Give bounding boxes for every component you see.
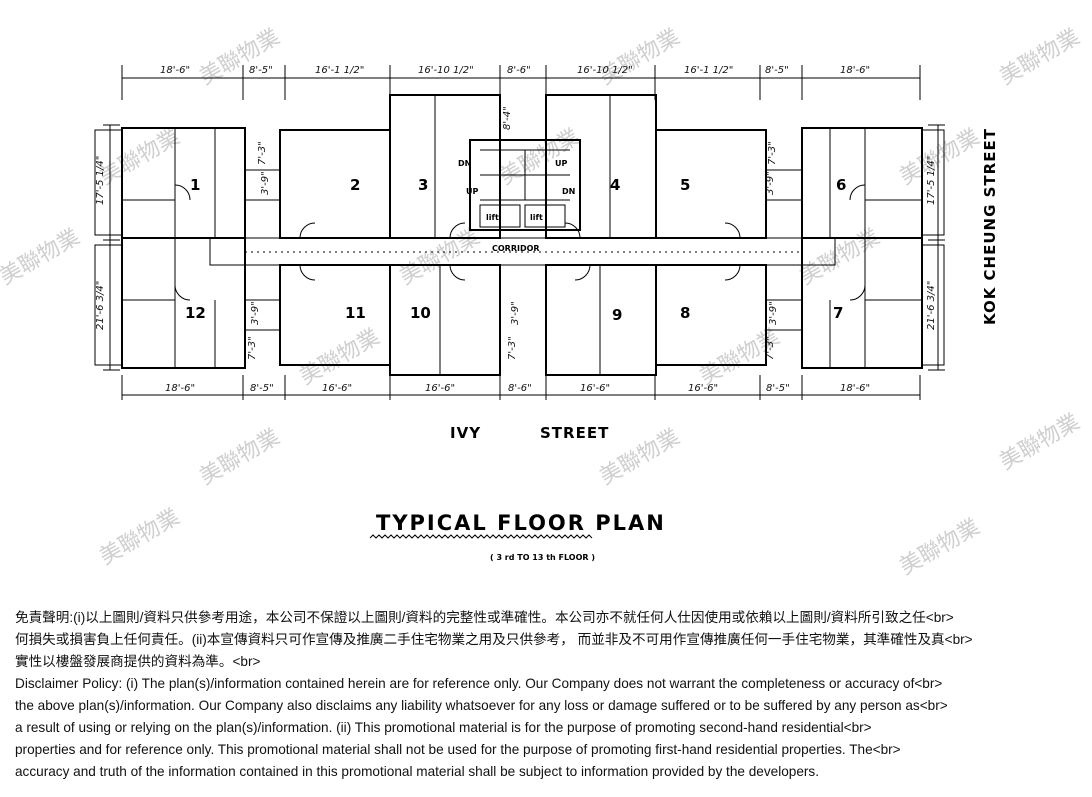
small-dim-label: 7'-3": [765, 336, 776, 360]
bottom-dim-label: 16'-6": [580, 383, 610, 394]
bottom-dimension-line: 18'-6" 8'-5" 16'-6" 16'-6" 8'-6" 16'-6" …: [121, 375, 921, 400]
disclaimer-line: a result of using or relying on the plan…: [15, 720, 872, 735]
right-dim-label: 21'-6 3/4": [926, 281, 937, 330]
plan-title: TYPICAL FLOOR PLAN: [376, 511, 666, 535]
lift-label: lift: [530, 213, 543, 222]
unit-number: 7: [833, 304, 843, 322]
watermark: 美聯物業: [896, 515, 985, 581]
unit-number: 11: [345, 304, 366, 322]
plan-title-block: TYPICAL FLOOR PLAN ( 3 rd TO 13 th FLOOR…: [369, 511, 666, 562]
disclaimer-line: properties and for reference only. This …: [15, 742, 901, 757]
left-dim-label: 17'-5 1/4": [95, 156, 106, 205]
right-dim-label: 17'-5 1/4": [926, 156, 937, 205]
disclaimer-line: 免責聲明:(i)以上圖則/資料只供參考用途，本公司不保證以上圖則/資料的完整性或…: [15, 610, 954, 625]
stair-up-label: UP: [466, 187, 478, 196]
disclaimer-line: the above plan(s)/information. Our Compa…: [15, 698, 948, 713]
bottom-dim-label: 16'-6": [425, 383, 455, 394]
small-dim-label: 3'-9": [260, 171, 271, 195]
disclaimer-line: 何損失或損害負上任何責任。(ii)本宣傳資料只可作宣傳及推廣二手住宅物業之用及只…: [15, 632, 973, 647]
watermark: 美聯物業: [0, 225, 84, 291]
watermark: 美聯物業: [496, 125, 585, 191]
bottom-dim-label: 8'-5": [766, 383, 790, 394]
top-dim-label: 8'-5": [765, 65, 789, 76]
unit-number: 10: [410, 304, 431, 322]
bottom-dim-label: 8'-6": [508, 383, 532, 394]
street-labels: IVY STREET KOK CHEUNG STREET: [450, 128, 999, 442]
small-dim-label: 3'-9": [510, 301, 521, 325]
disclaimer-block: 免責聲明:(i)以上圖則/資料只供參考用途，本公司不保證以上圖則/資料的完整性或…: [15, 607, 1090, 783]
unit-number: 4: [610, 176, 620, 194]
left-dim-label: 21'-6 3/4": [95, 281, 106, 330]
watermark: 美聯物業: [196, 25, 285, 91]
top-dim-label: 18'-6": [160, 65, 190, 76]
unit-number: 5: [680, 176, 690, 194]
unit-number: 12: [185, 304, 206, 322]
unit-number: 9: [612, 306, 622, 324]
plan-subtitle: ( 3 rd TO 13 th FLOOR ): [490, 553, 595, 562]
small-dim-label: 3'-9": [765, 171, 776, 195]
bottom-dim-label: 16'-6": [688, 383, 718, 394]
small-dim-label: 3'-9": [250, 301, 261, 325]
watermark: 美聯物業: [96, 125, 185, 191]
street-name-kok-cheung: KOK CHEUNG STREET: [981, 128, 999, 325]
small-dim-label: 3'-9": [768, 301, 779, 325]
watermark: 美聯物業: [196, 425, 285, 491]
top-dim-label: 16'-1 1/2": [315, 65, 364, 76]
small-dim-label: 7'-3": [507, 336, 518, 360]
top-dim-label: 16'-1 1/2": [684, 65, 733, 76]
bottom-dim-label: 8'-5": [250, 383, 274, 394]
stair-up-label: UP: [555, 159, 567, 168]
bottom-dim-label: 18'-6": [165, 383, 195, 394]
unit-number: 8: [680, 304, 690, 322]
internal-dimensions: 7'-3" 3'-9" 3'-9" 7'-3" 8'-4" 7'-3" 3'-9…: [247, 106, 779, 360]
corridor-label: CORRIDOR: [492, 244, 540, 253]
disclaimer-line: Disclaimer Policy: (i) The plan(s)/infor…: [15, 676, 943, 691]
stair-down-label: DN: [562, 187, 575, 196]
disclaimer-line: 實性以樓盤發展商提供的資料為準。<br>: [15, 654, 261, 669]
watermark: 美聯物業: [896, 125, 985, 191]
disclaimer-line: accuracy and truth of the information co…: [15, 764, 819, 779]
bottom-dim-label: 16'-6": [322, 383, 352, 394]
top-dim-label: 8'-5": [249, 65, 273, 76]
unit-number: 6: [836, 176, 846, 194]
stair-down-label: DN: [458, 159, 471, 168]
street-name-ivy: IVY: [450, 424, 481, 442]
watermark: 美聯物業: [296, 325, 385, 391]
small-dim-label: 7'-3": [257, 141, 268, 165]
watermark: 美聯物業: [796, 225, 885, 291]
watermark: 美聯物業: [596, 25, 685, 91]
bottom-dim-label: 18'-6": [840, 383, 870, 394]
small-dim-label: 7'-3": [767, 141, 778, 165]
top-dim-label: 18'-6": [840, 65, 870, 76]
floor-plan-drawing: 美聯物業 美聯物業 美聯物業 美聯物業 美聯物業 美聯物業 美聯物業 美聯物業 …: [0, 25, 1085, 581]
watermark: 美聯物業: [96, 505, 185, 571]
unit-labels: 1 2 3 4 5 6 7 8 9 10 11 12: [185, 176, 846, 324]
watermark: 美聯物業: [996, 410, 1085, 476]
top-dim-label: 16'-10 1/2": [577, 65, 633, 76]
building-outline: [94, 94, 945, 376]
core-labels: DN UP UP DN lift lift CORRIDOR: [458, 159, 575, 253]
title-underline: [369, 534, 593, 539]
unit-number: 2: [350, 176, 360, 194]
left-dimension-line: 17'-5 1/4" 21'-6 3/4": [95, 124, 120, 371]
street-name-street: STREET: [540, 424, 609, 442]
small-dim-label: 8'-4": [502, 106, 513, 130]
right-dimension-line: 17'-5 1/4" 21'-6 3/4": [926, 124, 945, 371]
small-dim-label: 7'-3": [247, 336, 258, 360]
unit-number: 3: [418, 176, 428, 194]
lift-label: lift: [486, 213, 499, 222]
top-dim-label: 8'-6": [507, 65, 531, 76]
unit-number: 1: [190, 176, 200, 194]
top-dimension-line: 18'-6" 8'-5" 16'-1 1/2" 16'-10 1/2" 8'-6…: [121, 65, 921, 100]
watermark: 美聯物業: [996, 25, 1085, 91]
top-dim-label: 16'-10 1/2": [418, 65, 474, 76]
